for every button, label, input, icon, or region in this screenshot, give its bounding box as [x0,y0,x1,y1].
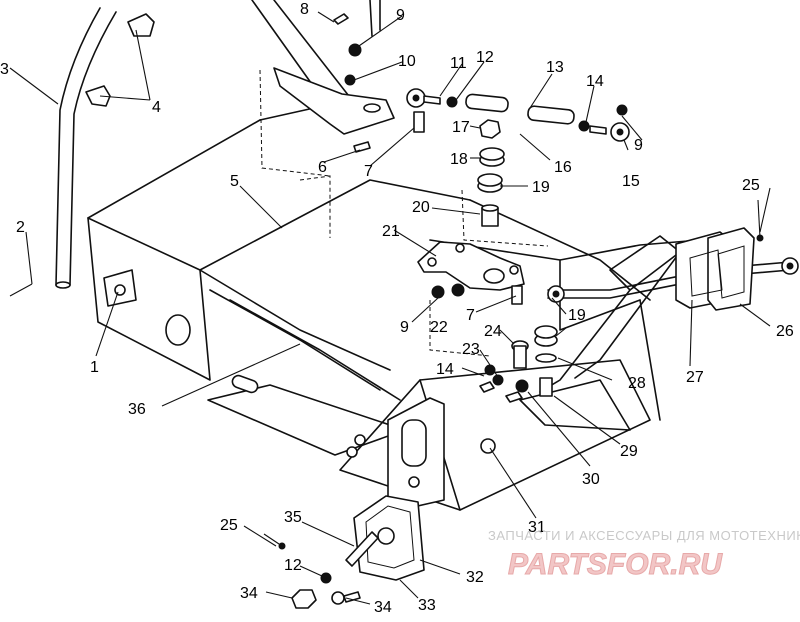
callout-18: 18 [450,151,468,168]
callout-31: 31 [528,519,546,536]
callout-30: 30 [582,471,600,488]
callout-6: 6 [318,159,327,176]
watermark-tagline: ЗАПЧАСТИ И АКСЕССУАРЫ ДЛЯ МОТОТЕХНИКИ [488,528,800,543]
callout-16: 16 [554,159,572,176]
callout-4: 4 [152,99,161,116]
center-stack [477,119,505,227]
callout-27: 27 [686,369,704,386]
callout-35: 35 [284,509,302,526]
bolt-8 [317,11,349,25]
pivot-plate [417,241,525,305]
callout-7a: 7 [364,163,373,180]
callout-26: 26 [776,323,794,340]
callout-19a: 19 [532,179,550,196]
callout-25b: 25 [220,517,238,534]
callout-3: 3 [0,61,9,78]
frame-body [87,69,701,511]
callout-34b: 34 [374,599,392,616]
callout-23: 23 [462,341,480,358]
callout-24: 24 [484,323,502,340]
watermark-logo: PARTSFOR.RU [508,548,723,581]
right-tie-rod [547,257,799,303]
callout-1: 1 [90,359,99,376]
callout-33: 33 [418,597,436,614]
pin-6 [353,141,371,153]
clip-upper [127,13,155,37]
callout-25a: 25 [742,177,760,194]
callout-17: 17 [452,119,470,136]
nut-10 [344,74,356,86]
callout-8: 8 [300,1,309,18]
callout-9c: 9 [400,319,409,336]
callout-32: 32 [466,569,484,586]
callout-11: 11 [450,55,467,72]
leader-lines [9,15,771,605]
callout-10: 10 [398,53,416,70]
callout-5: 5 [230,173,239,190]
lower-hardware [346,325,558,511]
callout-7b: 7 [466,307,475,324]
callout-22: 22 [430,319,448,336]
callout-14a: 14 [586,73,604,90]
callout-12b: 12 [284,557,302,574]
callout-13: 13 [546,59,564,76]
callout-20: 20 [412,199,430,216]
callout-29: 29 [620,443,638,460]
pivot-arm [251,0,395,135]
bolt-7-left [413,111,425,133]
callout-15: 15 [622,173,640,190]
callout-12a: 12 [476,49,494,66]
callout-9a: 9 [396,7,405,24]
callout-2: 2 [16,219,25,236]
callout-34a: 34 [240,585,258,602]
bottom-bracket [263,495,425,609]
steering-rod [55,7,117,289]
callout-28: 28 [628,375,646,392]
callout-9b: 9 [634,137,643,154]
callout-19b: 19 [568,307,586,324]
right-bracket [675,199,764,311]
linkage-rod [406,88,630,142]
callout-36: 36 [128,401,146,418]
watermark: ЗАПЧАСТИ И АКСЕССУАРЫ ДЛЯ МОТОТЕХНИКИ PA… [488,528,800,582]
callout-14b: 14 [436,361,454,378]
callout-21: 21 [382,223,400,240]
clip-lower [85,85,111,107]
